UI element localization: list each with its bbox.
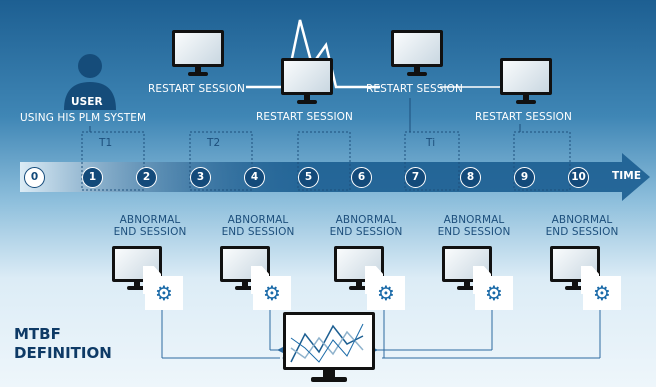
restart-box-9 bbox=[513, 131, 571, 191]
line-chart-icon bbox=[290, 323, 364, 363]
time-point-10: 10 bbox=[568, 167, 589, 188]
time-point-9: 9 bbox=[514, 167, 535, 188]
restart-label-3: RESTART SESSION bbox=[366, 83, 464, 95]
time-point-8: 8 bbox=[460, 167, 481, 188]
time-point-4: 4 bbox=[244, 167, 265, 188]
user-badge: USER bbox=[71, 96, 103, 108]
interval-t1: T1 bbox=[99, 137, 113, 149]
restart-label-4: RESTART SESSION bbox=[475, 111, 573, 123]
time-arrow-fade bbox=[20, 162, 330, 192]
restart-monitor-2 bbox=[281, 58, 333, 106]
user-icon bbox=[64, 54, 116, 110]
restart-monitor-1 bbox=[172, 30, 224, 78]
time-point-1: 1 bbox=[82, 167, 103, 188]
time-axis-label: TIME bbox=[612, 170, 642, 182]
time-point-2: 2 bbox=[136, 167, 157, 188]
user-caption: USING HIS PLM SYSTEM bbox=[20, 112, 147, 124]
time-point-3: 3 bbox=[190, 167, 211, 188]
interval-t2: T2 bbox=[207, 137, 221, 149]
restart-box-5 bbox=[297, 131, 351, 191]
diagram-title: MTBF DEFINITION bbox=[14, 325, 112, 362]
time-point-0: 0 bbox=[24, 167, 45, 188]
time-point-6: 6 bbox=[351, 167, 372, 188]
analysis-monitor bbox=[283, 312, 375, 386]
gear-icon: ⚙ bbox=[475, 276, 513, 310]
abnormal-monitor-2 bbox=[220, 246, 270, 292]
restart-label-1: RESTART SESSION bbox=[148, 83, 246, 95]
gear-icon: ⚙ bbox=[253, 276, 291, 310]
restart-monitor-3 bbox=[391, 30, 443, 78]
gear-icon: ⚙ bbox=[367, 276, 405, 310]
gear-icon: ⚙ bbox=[145, 276, 183, 310]
time-point-5: 5 bbox=[298, 167, 319, 188]
gear-icon: ⚙ bbox=[583, 276, 621, 310]
interval-ti: Ti bbox=[426, 137, 436, 149]
time-point-7: 7 bbox=[405, 167, 426, 188]
restart-monitor-4 bbox=[500, 58, 552, 106]
restart-label-2: RESTART SESSION bbox=[256, 111, 354, 123]
